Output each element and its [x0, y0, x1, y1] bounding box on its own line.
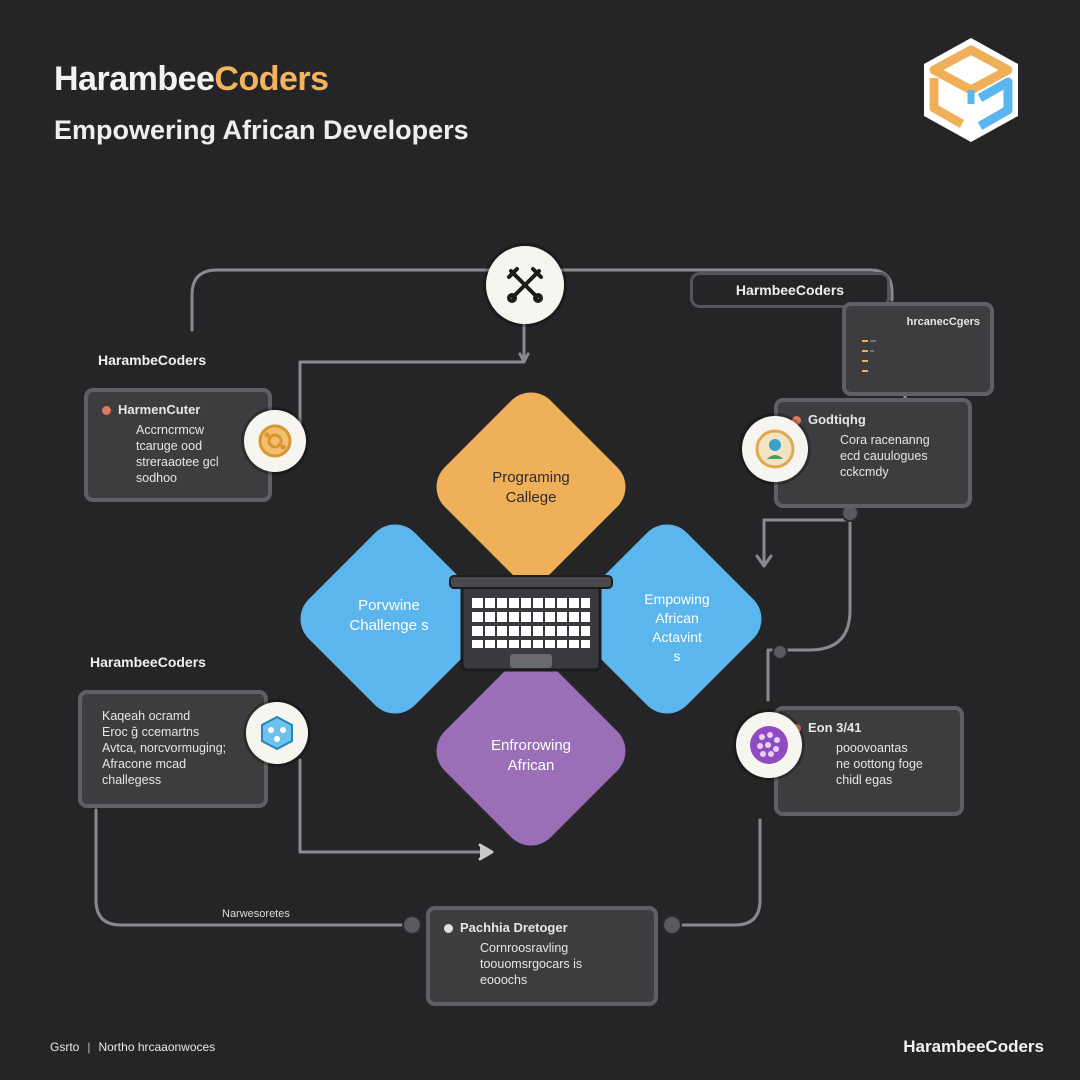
card-line: ne oottong foge [836, 757, 923, 771]
card-left-upper-title: HarmenCuter [102, 402, 254, 418]
page-subtitle: Empowering African Developers [54, 115, 469, 145]
footer-left: Gsrto | Northo hrcaaonwoces [50, 1040, 215, 1054]
purple-dots-icon [750, 726, 788, 764]
card-right-lower-title: Eon 3/41 [792, 720, 946, 736]
card-right-upper-title: Godtiqhg [792, 412, 954, 428]
footer-left-a: Gsrto [50, 1040, 80, 1054]
isometric-box-logo-icon [924, 38, 1018, 142]
card-bottom-title: Pachhia Dretoger [444, 920, 640, 936]
card-title-text: Pachhia Dretoger [460, 920, 568, 935]
label-bottom-line: Narwesoretes [222, 908, 290, 920]
diamond-bottom-text: Enfrorowing African [490, 737, 572, 774]
page-title: HarambeeCoders [54, 60, 329, 99]
card-top-right-small[interactable]: hrcanecCgers [842, 302, 994, 396]
card-title-text: hrcanecCgers [906, 316, 980, 328]
globe-node-button[interactable] [742, 416, 808, 482]
top-right-pill[interactable]: HarmbeeCoders [690, 272, 890, 308]
diamond-top-text: Programing Callege [492, 469, 570, 506]
status-dot-icon [792, 415, 801, 425]
label-left-upper: HarambeCoders [98, 352, 207, 368]
card-line: sodhoo [136, 471, 178, 485]
diamond-right-text: Empowing African Actavint s [644, 591, 710, 664]
card-line: streraaotee gcl [136, 455, 219, 469]
coin-node-button[interactable] [244, 410, 306, 472]
card-line: Avtca, norcvormuging; [102, 741, 227, 755]
top-right-pill-label: HarmbeeCoders [735, 282, 845, 298]
card-line: Kaqeah ocramd [102, 709, 191, 723]
footer-brand: HarambeeCoders [903, 1037, 1044, 1056]
card-line: Cora racenanng [840, 433, 930, 447]
card-line: Cornroosravling [480, 941, 569, 955]
cube-node-button[interactable] [246, 702, 308, 764]
card-line: Afracone mcad [102, 757, 187, 771]
card-right-upper[interactable]: Godtiqhg Cora racenanng ecd cauulogues c… [774, 398, 972, 508]
card-line: chidl egas [836, 773, 893, 787]
coin-emblem-icon [258, 424, 292, 458]
globe-plant-icon [755, 429, 795, 469]
status-dot-icon [102, 405, 111, 415]
mini-bar-icon [862, 340, 876, 372]
card-line: cckcmdy [840, 465, 889, 479]
card-line: tcaruge ood [136, 439, 203, 453]
laptop-icon [449, 575, 613, 672]
card-title-text: Godtiqhg [808, 412, 866, 427]
footer-left-c: Northo hrcaaonwoces [98, 1040, 216, 1054]
title-brand-part2: Coders [214, 60, 329, 98]
card-line: Eroc ğ ccemartns [102, 725, 200, 739]
label-left-lower: HarambeeCoders [90, 654, 206, 670]
status-dot-icon [444, 923, 453, 933]
card-title-text: Eon 3/41 [808, 720, 862, 735]
title-brand-part1: Harambee [54, 60, 215, 98]
card-top-right-title: hrcanecCgers [856, 314, 980, 330]
diamond-left-text: Porvwine Challenge s [349, 597, 429, 634]
card-line: pooovoantas [836, 741, 908, 755]
card-right-lower[interactable]: Eon 3/41 pooovoantas ne oottong foge chi… [774, 706, 964, 816]
card-left-upper[interactable]: HarmenCuter Accrncrmcw tcaruge ood strer… [84, 388, 272, 502]
card-line: Accrncrmcw [136, 423, 205, 437]
card-line: eooochs [480, 973, 528, 987]
crossed-tools-icon [507, 267, 543, 303]
cube-network-icon [261, 715, 293, 751]
card-title-text: HarmenCuter [118, 402, 201, 417]
card-line: ecd cauulogues [840, 449, 928, 463]
footer-separator: | [87, 1040, 91, 1054]
tool-node-button[interactable] [486, 246, 564, 324]
card-line: toouomsrgocars is [480, 957, 583, 971]
dots-node-button[interactable] [736, 712, 802, 778]
card-left-lower[interactable]: Kaqeah ocramd Eroc ğ ccemartns Avtca, no… [78, 690, 268, 808]
card-line: challegess [102, 773, 162, 787]
card-bottom[interactable]: Pachhia Dretoger Cornroosravling toouoms… [426, 906, 658, 1006]
